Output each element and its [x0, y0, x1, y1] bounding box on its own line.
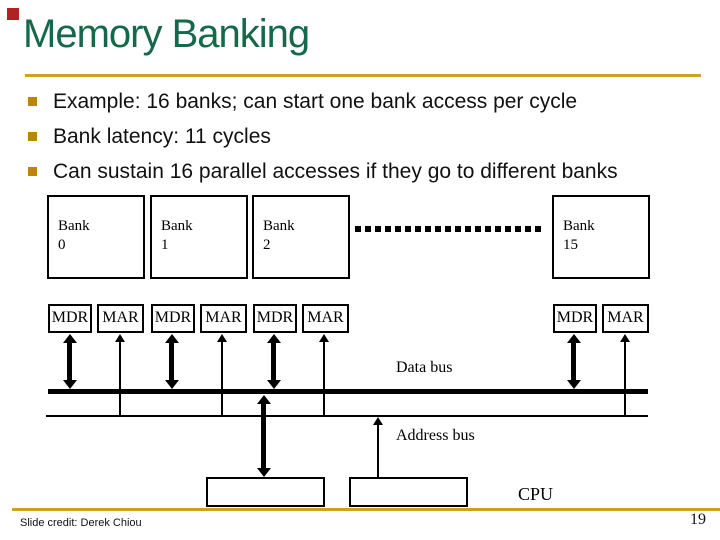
- slide-title: Memory Banking: [23, 12, 310, 56]
- mar-box: MAR: [602, 304, 649, 333]
- bank-ellipsis-dotted-line: [355, 226, 545, 232]
- footer-rule: [12, 508, 720, 511]
- mdr-box: MDR: [151, 304, 195, 333]
- bank-number: 2: [263, 237, 271, 253]
- mdr-box: MDR: [253, 304, 297, 333]
- bank-unit-2: Bank 2 MDR MAR: [252, 195, 350, 335]
- cpu-data-bus-arrow: [256, 395, 271, 477]
- data-bus-line: [48, 389, 648, 394]
- address-bus-label: Address bus: [396, 427, 475, 444]
- cpu-label: CPU: [518, 484, 554, 504]
- bank-box: Bank 0: [47, 195, 145, 279]
- bullet-list: Example: 16 banks; can start one bank ac…: [28, 84, 693, 189]
- mdr-data-bus-arrow: [566, 334, 581, 389]
- bullet-square-icon: [28, 167, 37, 176]
- bank-name: Bank: [563, 218, 595, 234]
- bullet-text: Can sustain 16 parallel accesses if they…: [53, 159, 618, 183]
- bullet-text: Example: 16 banks; can start one bank ac…: [53, 89, 578, 113]
- bank-box: Bank 15: [552, 195, 650, 279]
- bank-unit-15: Bank 15 MDR MAR: [552, 195, 650, 335]
- title-underline: [25, 74, 701, 77]
- slide-credit: Slide credit: Derek Chiou: [20, 517, 142, 529]
- bullet-item: Can sustain 16 parallel accesses if they…: [28, 154, 693, 189]
- mar-address-bus-line: [319, 334, 329, 415]
- page-number: 19: [690, 511, 706, 528]
- bank-number: 0: [58, 237, 66, 253]
- bank-name: Bank: [58, 218, 90, 234]
- mar-box: MAR: [200, 304, 247, 333]
- bank-number: 15: [563, 237, 578, 253]
- mar-address-bus-line: [115, 334, 125, 415]
- address-bus-line: [46, 415, 648, 417]
- bullet-square-icon: [28, 132, 37, 141]
- bank-name: Bank: [161, 218, 193, 234]
- cpu-data-register-box: [206, 477, 325, 507]
- bullet-item: Example: 16 banks; can start one bank ac…: [28, 84, 693, 119]
- bullet-text: Bank latency: 11 cycles: [53, 124, 271, 148]
- bank-box: Bank 1: [150, 195, 248, 279]
- mar-box: MAR: [302, 304, 349, 333]
- corner-accent-square: [7, 8, 19, 20]
- mdr-data-bus-arrow: [62, 334, 77, 389]
- mdr-data-bus-arrow: [164, 334, 179, 389]
- bank-name: Bank: [263, 218, 295, 234]
- bank-unit-1: Bank 1 MDR MAR: [150, 195, 248, 335]
- bank-box: Bank 2: [252, 195, 350, 279]
- mar-box: MAR: [97, 304, 144, 333]
- cpu-address-register-box: [349, 477, 468, 507]
- bullet-square-icon: [28, 97, 37, 106]
- mdr-box: MDR: [48, 304, 92, 333]
- mdr-box: MDR: [553, 304, 597, 333]
- mar-address-bus-line: [217, 334, 227, 415]
- bullet-item: Bank latency: 11 cycles: [28, 119, 693, 154]
- bank-number: 1: [161, 237, 169, 253]
- bank-unit-0: Bank 0 MDR MAR: [47, 195, 145, 335]
- mar-address-bus-line: [620, 334, 630, 415]
- cpu-address-bus-arrow: [373, 417, 383, 477]
- mdr-data-bus-arrow: [266, 334, 281, 389]
- data-bus-label: Data bus: [396, 359, 453, 376]
